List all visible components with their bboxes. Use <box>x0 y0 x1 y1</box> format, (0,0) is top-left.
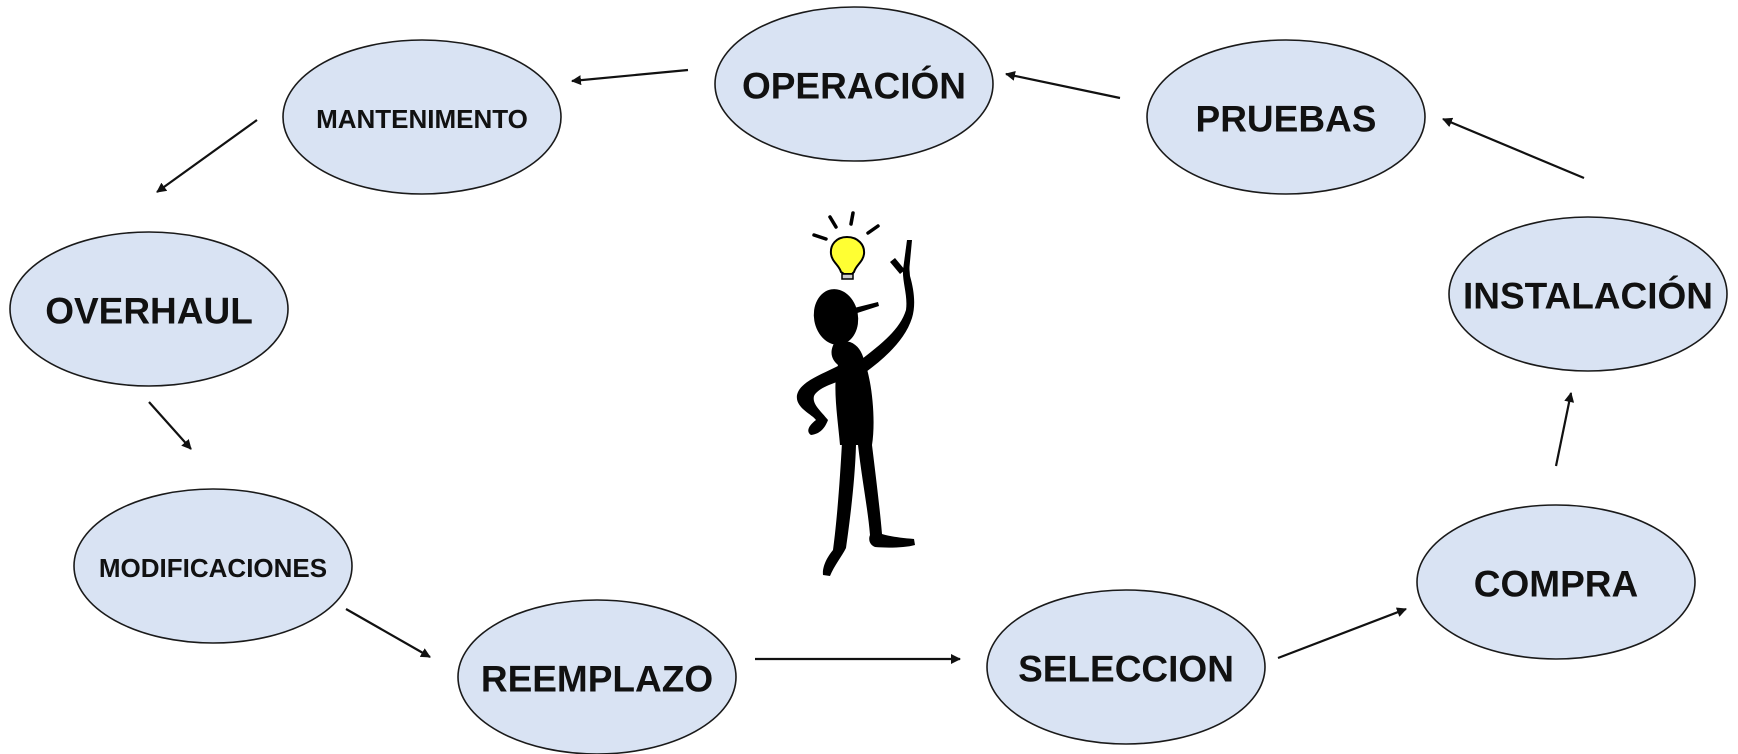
light-rays-icon <box>812 211 880 241</box>
node-overhaul: OVERHAUL <box>9 231 289 387</box>
arrow-mantenimiento-overhaul <box>156 119 258 193</box>
node-reemplazo: REEMPLAZO <box>457 599 737 754</box>
node-label: INSTALACIÓN <box>1463 275 1713 317</box>
arrow-overhaul-modificaciones <box>148 401 192 450</box>
node-label: PRUEBAS <box>1196 99 1377 140</box>
node-label: COMPRA <box>1474 564 1638 605</box>
arrow-compra-instalacion <box>1554 392 1575 467</box>
node-modificaciones: MODIFICACIONES <box>73 488 353 644</box>
node-mantenimiento: MANTENIMENTO <box>282 39 562 195</box>
node-label: REEMPLAZO <box>481 659 713 700</box>
node-label: OVERHAUL <box>45 291 253 332</box>
node-label: SELECCION <box>1018 649 1234 690</box>
arrow-modificaciones-reemplazo <box>345 608 431 658</box>
arrow-seleccion-compra <box>1277 607 1407 660</box>
node-instalacion: INSTALACIÓN <box>1448 216 1728 372</box>
arrow-operacion-mantenimiento <box>571 68 689 86</box>
node-compra: COMPRA <box>1416 504 1696 660</box>
node-label: MODIFICACIONES <box>99 553 327 583</box>
node-operacion: OPERACIÓN <box>714 6 994 162</box>
node-pruebas: PRUEBAS <box>1146 39 1426 195</box>
thinking-person-illustration <box>796 211 915 576</box>
node-label: MANTENIMENTO <box>316 104 528 134</box>
node-label: OPERACIÓN <box>742 65 966 107</box>
arrow-pruebas-operacion <box>1005 70 1121 100</box>
node-seleccion: SELECCION <box>986 589 1266 745</box>
lightbulb-icon <box>829 235 866 280</box>
arrow-instalacion-pruebas <box>1442 117 1585 180</box>
